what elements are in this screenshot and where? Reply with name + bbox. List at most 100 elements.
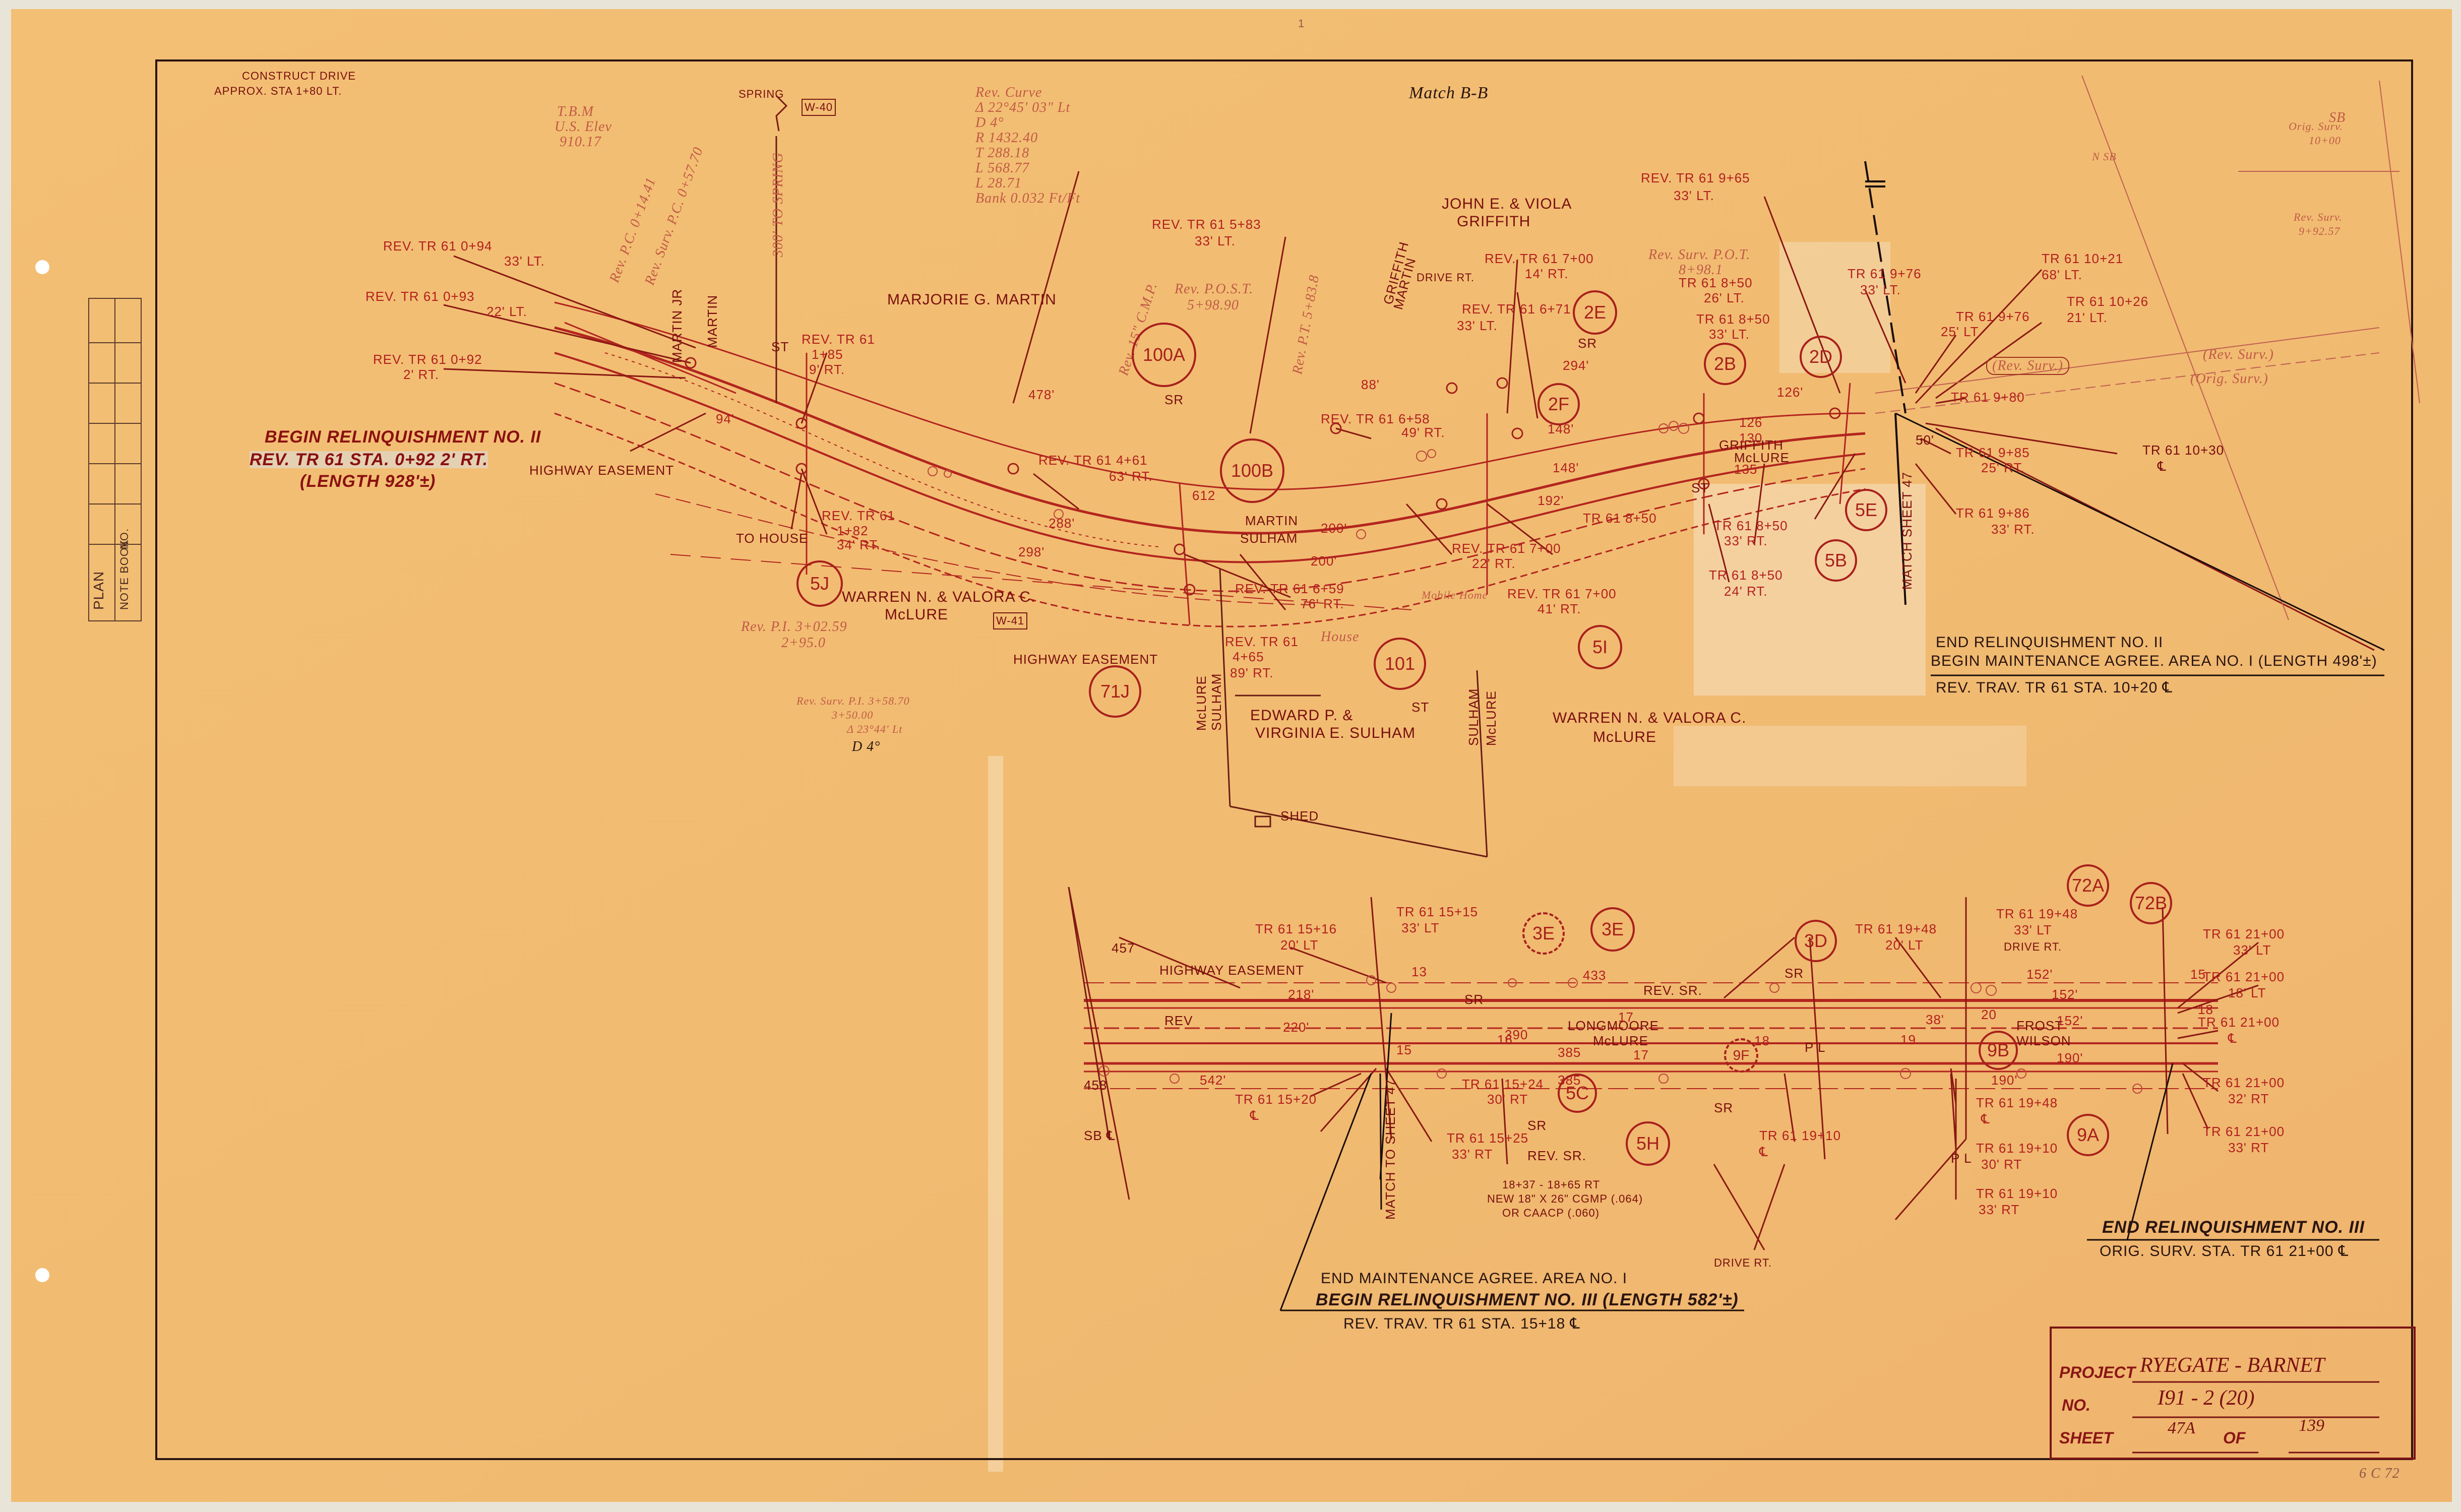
side-panel-plan: PLAN bbox=[91, 571, 106, 610]
station-label: TR 61 15+24 bbox=[1462, 1077, 1544, 1092]
station-label: TR 61 9+76 bbox=[1956, 309, 2030, 324]
road-label-martin: MARTIN bbox=[705, 294, 720, 348]
paper-sheet bbox=[11, 9, 2452, 1502]
road-label-mclure: McLURE bbox=[1734, 450, 1790, 465]
owner-mclure-1: WARREN N. & VALORA C. bbox=[842, 589, 1036, 605]
station-offset: 14' RT. bbox=[1525, 266, 1569, 281]
station-label: TR 61 15+20 bbox=[1235, 1092, 1317, 1107]
end-relinquishment-2-title: END RELINQUISHMENT NO. II bbox=[1936, 634, 2164, 651]
station-label: TR 61 19+10 bbox=[1976, 1141, 2058, 1156]
highway-easement-low: HIGHWAY EASEMENT bbox=[1159, 963, 1305, 978]
low-left-lines bbox=[1068, 887, 1110, 1140]
station-offset: 21' LT. bbox=[2067, 310, 2108, 325]
station-offset: 25' LT. bbox=[1941, 324, 1982, 339]
rev-surv-right-value: 9+92.57 bbox=[2299, 225, 2341, 237]
end-maintenance-area-1: END MAINTENANCE AGREE. AREA NO. I bbox=[1321, 1270, 1628, 1287]
dimension: 126 bbox=[1739, 415, 1763, 430]
end-relinquishment-3-station: ORIG. SURV. STA. TR 61 21+00 ℄ bbox=[2100, 1243, 2349, 1259]
station-offset: 33' LT. bbox=[1860, 282, 1901, 297]
rev-surv-pi-value: 3+50.00 bbox=[832, 709, 874, 721]
station-label: TR 61 19+10 bbox=[1976, 1186, 2058, 1201]
station-offset: 22' RT. bbox=[1472, 556, 1516, 571]
station-label: REV. TR 61 4+61 bbox=[1038, 453, 1148, 468]
w41-box: W-41 bbox=[993, 612, 1028, 629]
station-label: TR 61 21+00 bbox=[2203, 969, 2285, 984]
begin-relinquishment-3-station: REV. TRAV. TR 61 STA. 15+18 ℄ bbox=[1343, 1315, 1580, 1332]
sheet-label: SHEET bbox=[2059, 1429, 2113, 1447]
match-line-label: Match B-B bbox=[1409, 84, 1489, 102]
station-label: TR 61 19+10 bbox=[1759, 1128, 1841, 1143]
tree-symbols-top bbox=[928, 421, 1689, 539]
drive-rt-top: DRIVE RT. bbox=[1417, 271, 1474, 284]
parcel-circle-5h: 5H bbox=[1626, 1121, 1670, 1166]
station-offset: 33' LT bbox=[1401, 920, 1440, 935]
station-offset: 20' LT bbox=[1885, 937, 1924, 953]
station-offset: 33' RT. bbox=[1724, 533, 1768, 548]
station-label: REV. TR 61 6+58 bbox=[1321, 411, 1430, 426]
station-centerline: ℄ bbox=[1250, 1108, 1259, 1123]
culvert-note-3: OR CAACP (.060) bbox=[1502, 1207, 1600, 1219]
road-label-sulham-vert: SULHAM bbox=[1209, 673, 1224, 731]
to-house-label: TO HOUSE bbox=[736, 531, 809, 546]
begin-relinquishment-2-length: (LENGTH 928'±) bbox=[300, 472, 436, 491]
rev-surv-pi-d: D 4° bbox=[852, 739, 881, 754]
station-label: TR 61 9+80 bbox=[1951, 390, 2025, 405]
station-label: TR 61 15+25 bbox=[1447, 1130, 1529, 1146]
station-offset: 33' RT. bbox=[1991, 522, 2035, 537]
parcel-circle-5i: 5I bbox=[1578, 625, 1622, 669]
dimension: 50' bbox=[1916, 432, 1934, 448]
dimension: 152' bbox=[2026, 967, 2053, 982]
number-value: I91 - 2 (20) bbox=[2158, 1387, 2255, 1410]
owner-mclure-b1: WARREN N. & VALORA C. bbox=[1553, 710, 1747, 726]
station-offset: 1+85 bbox=[812, 347, 843, 362]
dimension: 15 bbox=[2190, 967, 2206, 982]
dimension: 38' bbox=[1926, 1012, 1944, 1027]
highway-easement-2: HIGHWAY EASEMENT bbox=[1013, 652, 1158, 667]
station-centerline: ℄ bbox=[1759, 1144, 1768, 1159]
station-offset: 33' RT bbox=[1979, 1202, 2020, 1217]
station-label: TR 61 19+48 bbox=[1976, 1095, 2058, 1110]
station-label: TR 61 8+50 bbox=[1679, 275, 1753, 290]
rev-label: REV bbox=[1164, 1013, 1193, 1028]
dimension: 130 bbox=[1739, 430, 1763, 446]
end-relinquishment-2-station: REV. TRAV. TR 61 STA. 10+20 ℄ bbox=[1936, 679, 2173, 696]
parcel-circle-101: 101 bbox=[1374, 638, 1426, 690]
dimension: 18 bbox=[2198, 1002, 2213, 1017]
station-label: REV. TR 61 9+65 bbox=[1641, 170, 1750, 185]
station-label: REV. TR 61 7+00 bbox=[1452, 541, 1561, 556]
highway-easement-1: HIGHWAY EASEMENT bbox=[529, 463, 674, 478]
rev-curve-l2: L 28.71 bbox=[975, 175, 1022, 191]
elevation-458: 458 bbox=[1084, 1078, 1108, 1093]
paper-stain bbox=[988, 756, 1003, 1472]
side-panel-no: NO. bbox=[118, 528, 131, 549]
station-offset: 33' RT bbox=[1452, 1147, 1493, 1162]
station-label: TR 61 15+16 bbox=[1255, 921, 1337, 936]
shed-label: SHED bbox=[1280, 808, 1319, 824]
road-label-mclure-v2: McLURE bbox=[1484, 690, 1499, 746]
station-label: REV. TR 61 6+59 bbox=[1235, 581, 1344, 596]
pl-label: P L bbox=[1951, 1151, 1972, 1166]
station-offset: 1+82 bbox=[837, 523, 869, 538]
sb-label: SB bbox=[2329, 110, 2346, 125]
parcel-circle-100a: 100A bbox=[1132, 323, 1196, 387]
dimension: 135 bbox=[1734, 462, 1758, 477]
station-offset: 22' LT. bbox=[486, 304, 527, 319]
tbm-elev-value: 910.17 bbox=[560, 134, 601, 150]
rev-surv-pot-value: 8+98.1 bbox=[1679, 262, 1723, 278]
station-offset: 18' LT bbox=[2228, 985, 2266, 1000]
parcel-circle-2b: 2B bbox=[1704, 343, 1746, 385]
road-label-martin-jr: MARTIN JR bbox=[669, 288, 685, 363]
dimension: 17 bbox=[1618, 1010, 1634, 1025]
dimension: 94' bbox=[716, 411, 734, 426]
station-offset: 33' RT bbox=[2228, 1140, 2269, 1155]
rev-curve-delta: Δ 22°45' 03" Lt bbox=[975, 100, 1071, 115]
dimension: 190' bbox=[1991, 1073, 2018, 1088]
station-label: TR 61 9+85 bbox=[1956, 445, 2030, 460]
station-label: REV. TR 61 7+00 bbox=[1485, 251, 1594, 266]
punch-hole bbox=[35, 1268, 49, 1282]
station-label: REV. TR 61 6+71 bbox=[1462, 301, 1571, 317]
station-label: TR 61 10+26 bbox=[2067, 294, 2149, 309]
owner-griffith-2: GRIFFITH bbox=[1457, 213, 1531, 230]
parcel-circle-71j: 71J bbox=[1089, 665, 1141, 718]
